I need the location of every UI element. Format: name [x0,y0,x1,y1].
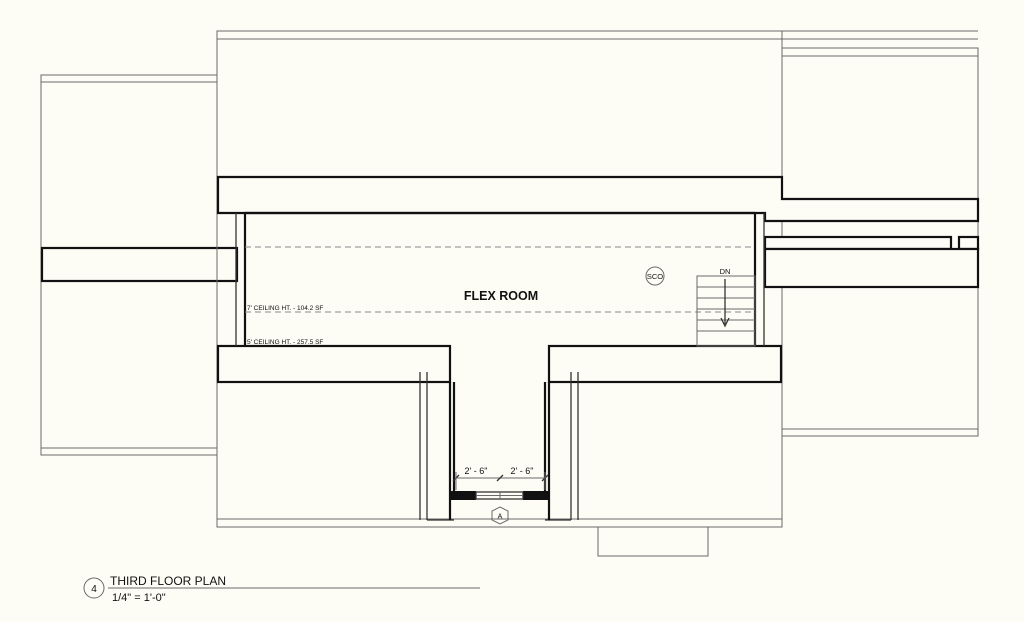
dimension-line [452,472,549,490]
dimension-left-label: 2' - 6" [465,466,488,476]
cleanout-label: SCO [647,272,663,281]
dormer-walls [216,175,980,384]
room-name: FLEX ROOM [464,289,538,303]
section-marker [491,506,509,525]
stair-arrow-icon [720,317,730,328]
cleanout-circle [645,266,665,286]
bay-projection [597,526,709,557]
main-roof [216,30,978,528]
dimension-right-label: 2' - 6" [511,466,534,476]
left-dormer-beam [40,246,239,283]
title-number-circle [83,577,105,599]
plan-scale: 1/4" = 1'-0" [112,592,166,604]
window [450,491,549,500]
ceiling-5ft-label: 5' CEILING HT. - 257.5 SF [247,339,323,346]
stair [696,275,756,347]
section-marker-label: A [498,514,503,521]
title-number: 4 [91,584,97,595]
stair-direction-label: DN [720,267,731,276]
title-block [83,577,480,599]
flex-room [235,211,765,346]
ceiling-7ft-label: 7' CEILING HT. - 104.2 SF [247,305,323,312]
plan-title: THIRD FLOOR PLAN [110,574,226,588]
